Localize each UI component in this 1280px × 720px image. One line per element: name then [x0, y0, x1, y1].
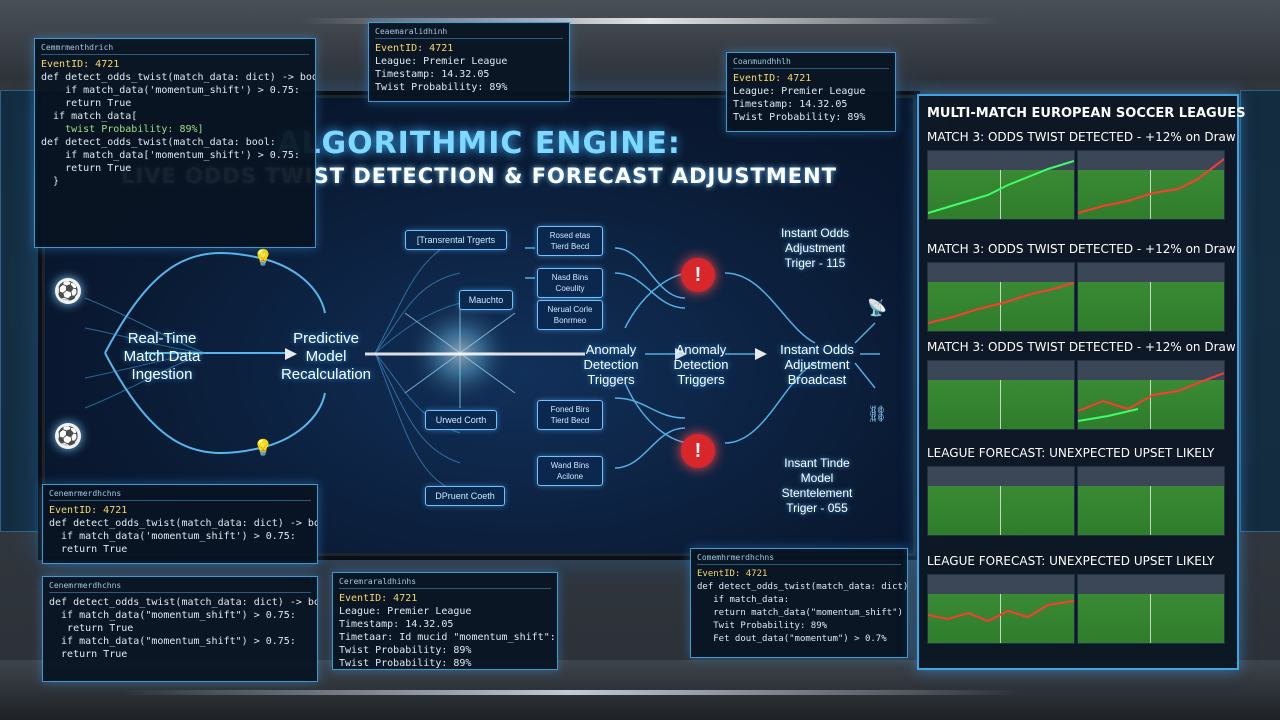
model-node: DPruent Coeth	[425, 486, 505, 506]
code-panel-mid-left: Cenemrmerdhchns EventID: 4721 def detect…	[42, 484, 318, 564]
panel-title: MULTI-MATCH EUROPEAN SOCCER LEAGUES	[927, 106, 1246, 121]
code-line: Twist Probability: 89%	[339, 658, 472, 669]
soccer-ball-icon: ⚽	[55, 278, 81, 304]
match-feed-thumbnail[interactable]	[927, 360, 1075, 430]
match-status-label: MATCH 3: ODDS TWIST DETECTED - +12% on D…	[927, 130, 1236, 144]
code-panel-top-left: Cemmrmenthdrich EventID: 4721 def detect…	[34, 38, 316, 248]
match-feed-thumbnail[interactable]	[1077, 466, 1225, 536]
code-line: EventID: 4721	[697, 569, 768, 579]
stage-broadcast: Instant Odds Adjustment Broadcast	[780, 342, 854, 387]
model-node: [Transrental Trgerts	[405, 230, 507, 250]
match-feed-thumbnail[interactable]	[1077, 574, 1225, 644]
match-feed-thumbnail[interactable]	[927, 466, 1075, 536]
code-line: if match_data('momentum_shift') > 0.75:	[49, 531, 296, 542]
network-icon: ⛓	[867, 406, 888, 423]
code-line: }	[41, 176, 60, 187]
code-line: Timetaar: Id mucid "momentum_shift":	[339, 632, 556, 643]
floor-light	[120, 690, 1020, 695]
model-node: Mauchto	[459, 290, 513, 310]
code-line: def detect_odds_twist(match_data: dict) …	[49, 597, 318, 608]
code-panel-header: Cenemrmerdhchns	[49, 489, 311, 501]
model-output-node: Rosed etas Tierd Becd	[537, 226, 603, 256]
code-line: return True	[49, 623, 134, 634]
code-panel-bottom-left: Cenemrmerdhchns def detect_odds_twist(ma…	[42, 576, 318, 682]
code-panel-header: Coanmundhhlh	[733, 57, 889, 69]
model-output-node: Nasd Bins Coeulity	[537, 268, 603, 298]
code-line: if match_data('momentum_shift') > 0.75:	[41, 85, 300, 96]
match-feed-thumbnail[interactable]	[1077, 360, 1225, 430]
code-line: if match_data[	[41, 111, 138, 122]
code-line: Twit Probability: 89%	[697, 621, 828, 631]
code-line: Twist Probability: 89%	[733, 112, 866, 123]
forecast-label: LEAGUE FORECAST: UNEXPECTED UPSET LIKELY	[927, 554, 1215, 568]
code-line: EventID: 4721	[49, 505, 128, 516]
stage-anomaly-1: Anomaly Detection Triggers	[583, 342, 639, 387]
code-panel-bottom-center: Ceremraraldhinhs EventID: 4721 League: P…	[332, 572, 558, 670]
code-line: return True	[41, 98, 132, 109]
model-node: Urwed Corth	[425, 410, 497, 430]
match-feed-thumbnail[interactable]	[1077, 262, 1225, 332]
code-line: if match_data("momentum_shift") > 0.75:	[49, 636, 296, 647]
code-panel-bottom-right: Comemhrmerdhchns EventID: 4721 def detec…	[690, 548, 908, 658]
lightbulb-icon: 💡	[253, 250, 273, 267]
model-output-node: Wand Bins Acilone	[537, 456, 603, 486]
code-line: League: Premier League	[339, 606, 472, 617]
alert-icon: !	[681, 258, 715, 292]
code-panel-header: Cemmrmenthdrich	[41, 43, 309, 55]
code-line: Timestamp: 14.32.05	[375, 69, 490, 80]
code-line: League: Premier League	[733, 86, 866, 97]
code-panel-header: Ceaemaralidhinh	[375, 27, 563, 39]
code-line: if match_data("momentum_shift") > 0.75:	[49, 610, 296, 621]
alert-icon: !	[681, 434, 715, 468]
code-line: twist Probability: 89%]	[41, 124, 204, 135]
code-panel-top-center: Ceaemaralidhinh EventID: 4721 League: Pr…	[368, 22, 570, 102]
broadcast-icon: 📡	[867, 300, 887, 317]
match-feed-thumbnail[interactable]	[1077, 150, 1225, 220]
code-line: Timestamp: 14.32.05	[339, 619, 454, 630]
code-line: return True	[49, 649, 128, 660]
lightbulb-icon: 💡	[253, 440, 273, 457]
match-status-label: MATCH 3: ODDS TWIST DETECTED - +12% on D…	[927, 242, 1236, 256]
model-output-node: Nerual Corle Bonrmeo	[537, 300, 603, 330]
info-adjustment-trigger: Instant Odds Adjustment Triger - 115	[780, 226, 850, 270]
code-line: if match_data:	[697, 595, 790, 605]
code-line: Twist Probability: 89%	[339, 645, 472, 656]
code-line: Timestamp: 14.32.05	[733, 99, 848, 110]
code-line: return match_data("momentum_shift") > 0.…	[713, 608, 903, 618]
match-status-label: MATCH 3: ODDS TWIST DETECTED - +12% on D…	[927, 340, 1236, 354]
ceiling-light	[300, 18, 1000, 24]
code-panel-top-right: Coanmundhhlh EventID: 4721 League: Premi…	[726, 52, 896, 132]
code-line: def detect_odds_twist(match_data: dict) …	[49, 518, 318, 529]
stage-ingestion: Real-Time Match Data Ingestion	[123, 330, 201, 383]
match-feed-thumbnail[interactable]	[927, 262, 1075, 332]
code-line: def detect_odds_twist(match_data: dict) …	[41, 72, 316, 83]
match-feed-thumbnail[interactable]	[927, 574, 1075, 644]
code-line: Twist Probability: 89%	[375, 82, 508, 93]
info-model-trigger: Insant Tinde Model Stentelement Triger -…	[781, 456, 853, 515]
code-panel-header: Comemhrmerdhchns	[697, 553, 901, 565]
stage-anomaly-2: Anomaly Detection Triggers	[673, 342, 729, 387]
forecast-label: LEAGUE FORECAST: UNEXPECTED UPSET LIKELY	[927, 446, 1215, 460]
multi-match-panel: MULTI-MATCH EUROPEAN SOCCER LEAGUES MATC…	[917, 94, 1246, 670]
code-line: return True	[41, 163, 132, 174]
code-line: def detect_odds_twist(match_data: bool:	[41, 137, 276, 148]
code-line: return True	[49, 544, 128, 555]
right-wall-display	[1240, 90, 1280, 532]
code-panel-header: Cenemrmerdhchns	[49, 581, 311, 593]
code-line: EventID: 4721	[733, 73, 812, 84]
code-panel-header: Ceremraraldhinhs	[339, 577, 551, 589]
code-line: EventID: 4721	[339, 593, 418, 604]
code-line: if match_data['momentum_shift') > 0.75:	[41, 150, 300, 161]
soccer-ball-icon: ⚽	[55, 423, 81, 449]
code-line: Fet dout_data("momentum") > 0.7%	[697, 634, 887, 644]
code-line: EventID: 4721	[41, 59, 120, 70]
code-line: EventID: 4721	[375, 43, 454, 54]
match-feed-thumbnail[interactable]	[927, 150, 1075, 220]
stage-recalculation: Predictive Model Recalculation	[280, 330, 372, 383]
code-line: League: Premier League	[375, 56, 508, 67]
code-line: def detect_odds_twist(match_data: dict) …	[697, 582, 908, 592]
page-title: ALGORITHMIC ENGINE:	[277, 126, 681, 161]
model-output-node: Foned Birs Tierd Becd	[537, 400, 603, 430]
